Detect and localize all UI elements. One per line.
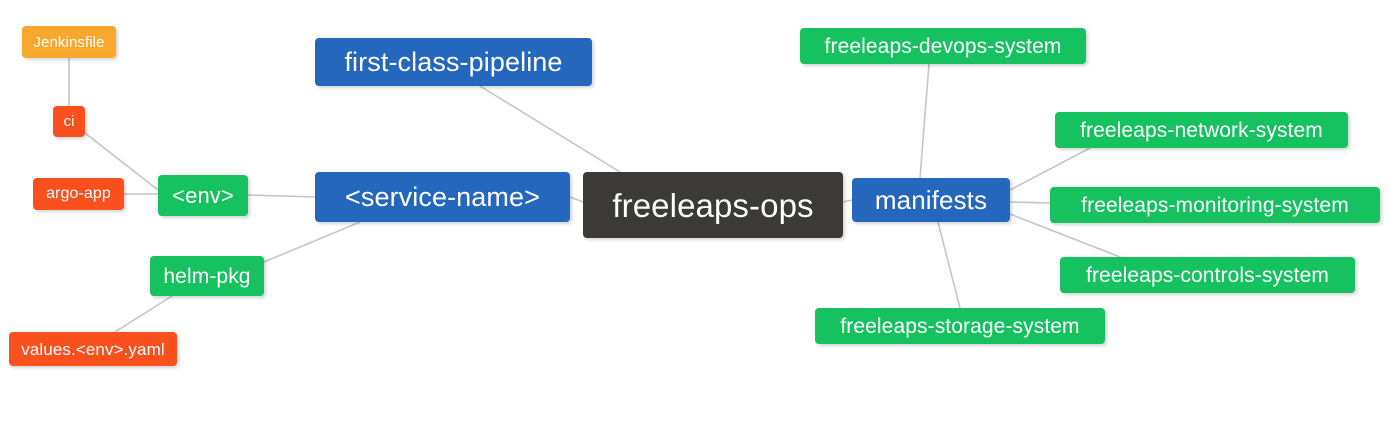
mindmap-node-freeleaps-devops-system[interactable]: freeleaps-devops-system xyxy=(800,28,1086,64)
node-label-first-class-pipeline: first-class-pipeline xyxy=(344,46,563,77)
edge-manifests-monitoring xyxy=(1009,201,1051,204)
node-label-freeleaps-storage-system: freeleaps-storage-system xyxy=(840,314,1080,338)
mindmap-node-argo-app[interactable]: argo-app xyxy=(33,178,124,210)
edge-service-helm xyxy=(263,221,361,263)
node-label-jenkinsfile: Jenkinsfile xyxy=(33,33,105,51)
node-label-ci: ci xyxy=(63,113,75,130)
node-label-manifests: manifests xyxy=(874,185,988,215)
edge-root-pipeline xyxy=(479,85,621,173)
node-label-env: <env> xyxy=(172,182,234,208)
mindmap-node-service-name[interactable]: <service-name> xyxy=(315,172,570,222)
edge-helm-values xyxy=(114,295,173,333)
node-label-freeleaps-devops-system: freeleaps-devops-system xyxy=(824,34,1062,58)
mindmap-node-manifests[interactable]: manifests xyxy=(852,178,1010,222)
mindmap-node-first-class-pipeline[interactable]: first-class-pipeline xyxy=(315,38,592,86)
mindmap-node-freeleaps-network-system[interactable]: freeleaps-network-system xyxy=(1055,112,1348,148)
edge-manifests-devops xyxy=(919,63,930,179)
node-label-service-name: <service-name> xyxy=(345,181,540,212)
mindmap-node-freeleaps-monitoring-system[interactable]: freeleaps-monitoring-system xyxy=(1050,187,1380,223)
mindmap-node-values-env-yaml[interactable]: values.<env>.yaml xyxy=(9,332,177,366)
node-label-argo-app: argo-app xyxy=(46,185,111,202)
mindmap-node-freeleaps-controls-system[interactable]: freeleaps-controls-system xyxy=(1060,257,1355,293)
node-label-freeleaps-monitoring-system: freeleaps-monitoring-system xyxy=(1081,193,1349,217)
edge-manifests-storage xyxy=(937,221,961,309)
mindmap-node-helm-pkg[interactable]: helm-pkg xyxy=(150,256,264,296)
node-label-freeleaps-ops: freeleaps-ops xyxy=(612,186,814,224)
node-label-freeleaps-controls-system: freeleaps-controls-system xyxy=(1086,263,1329,287)
mindmap-node-freeleaps-ops[interactable]: freeleaps-ops xyxy=(583,172,843,238)
edge-manifests-network xyxy=(1009,147,1091,191)
node-label-freeleaps-network-system: freeleaps-network-system xyxy=(1080,118,1323,142)
edge-root-manifests xyxy=(842,199,853,203)
mindmap-node-jenkinsfile[interactable]: Jenkinsfile xyxy=(22,26,116,58)
node-label-values-env-yaml: values.<env>.yaml xyxy=(21,339,165,359)
mindmap-node-freeleaps-storage-system[interactable]: freeleaps-storage-system xyxy=(815,308,1105,344)
node-label-helm-pkg: helm-pkg xyxy=(163,264,251,288)
mindmap-node-ci[interactable]: ci xyxy=(53,106,85,137)
mindmap-node-env[interactable]: <env> xyxy=(158,175,248,216)
edge-service-env xyxy=(247,194,316,198)
edge-root-service-name xyxy=(569,196,584,203)
